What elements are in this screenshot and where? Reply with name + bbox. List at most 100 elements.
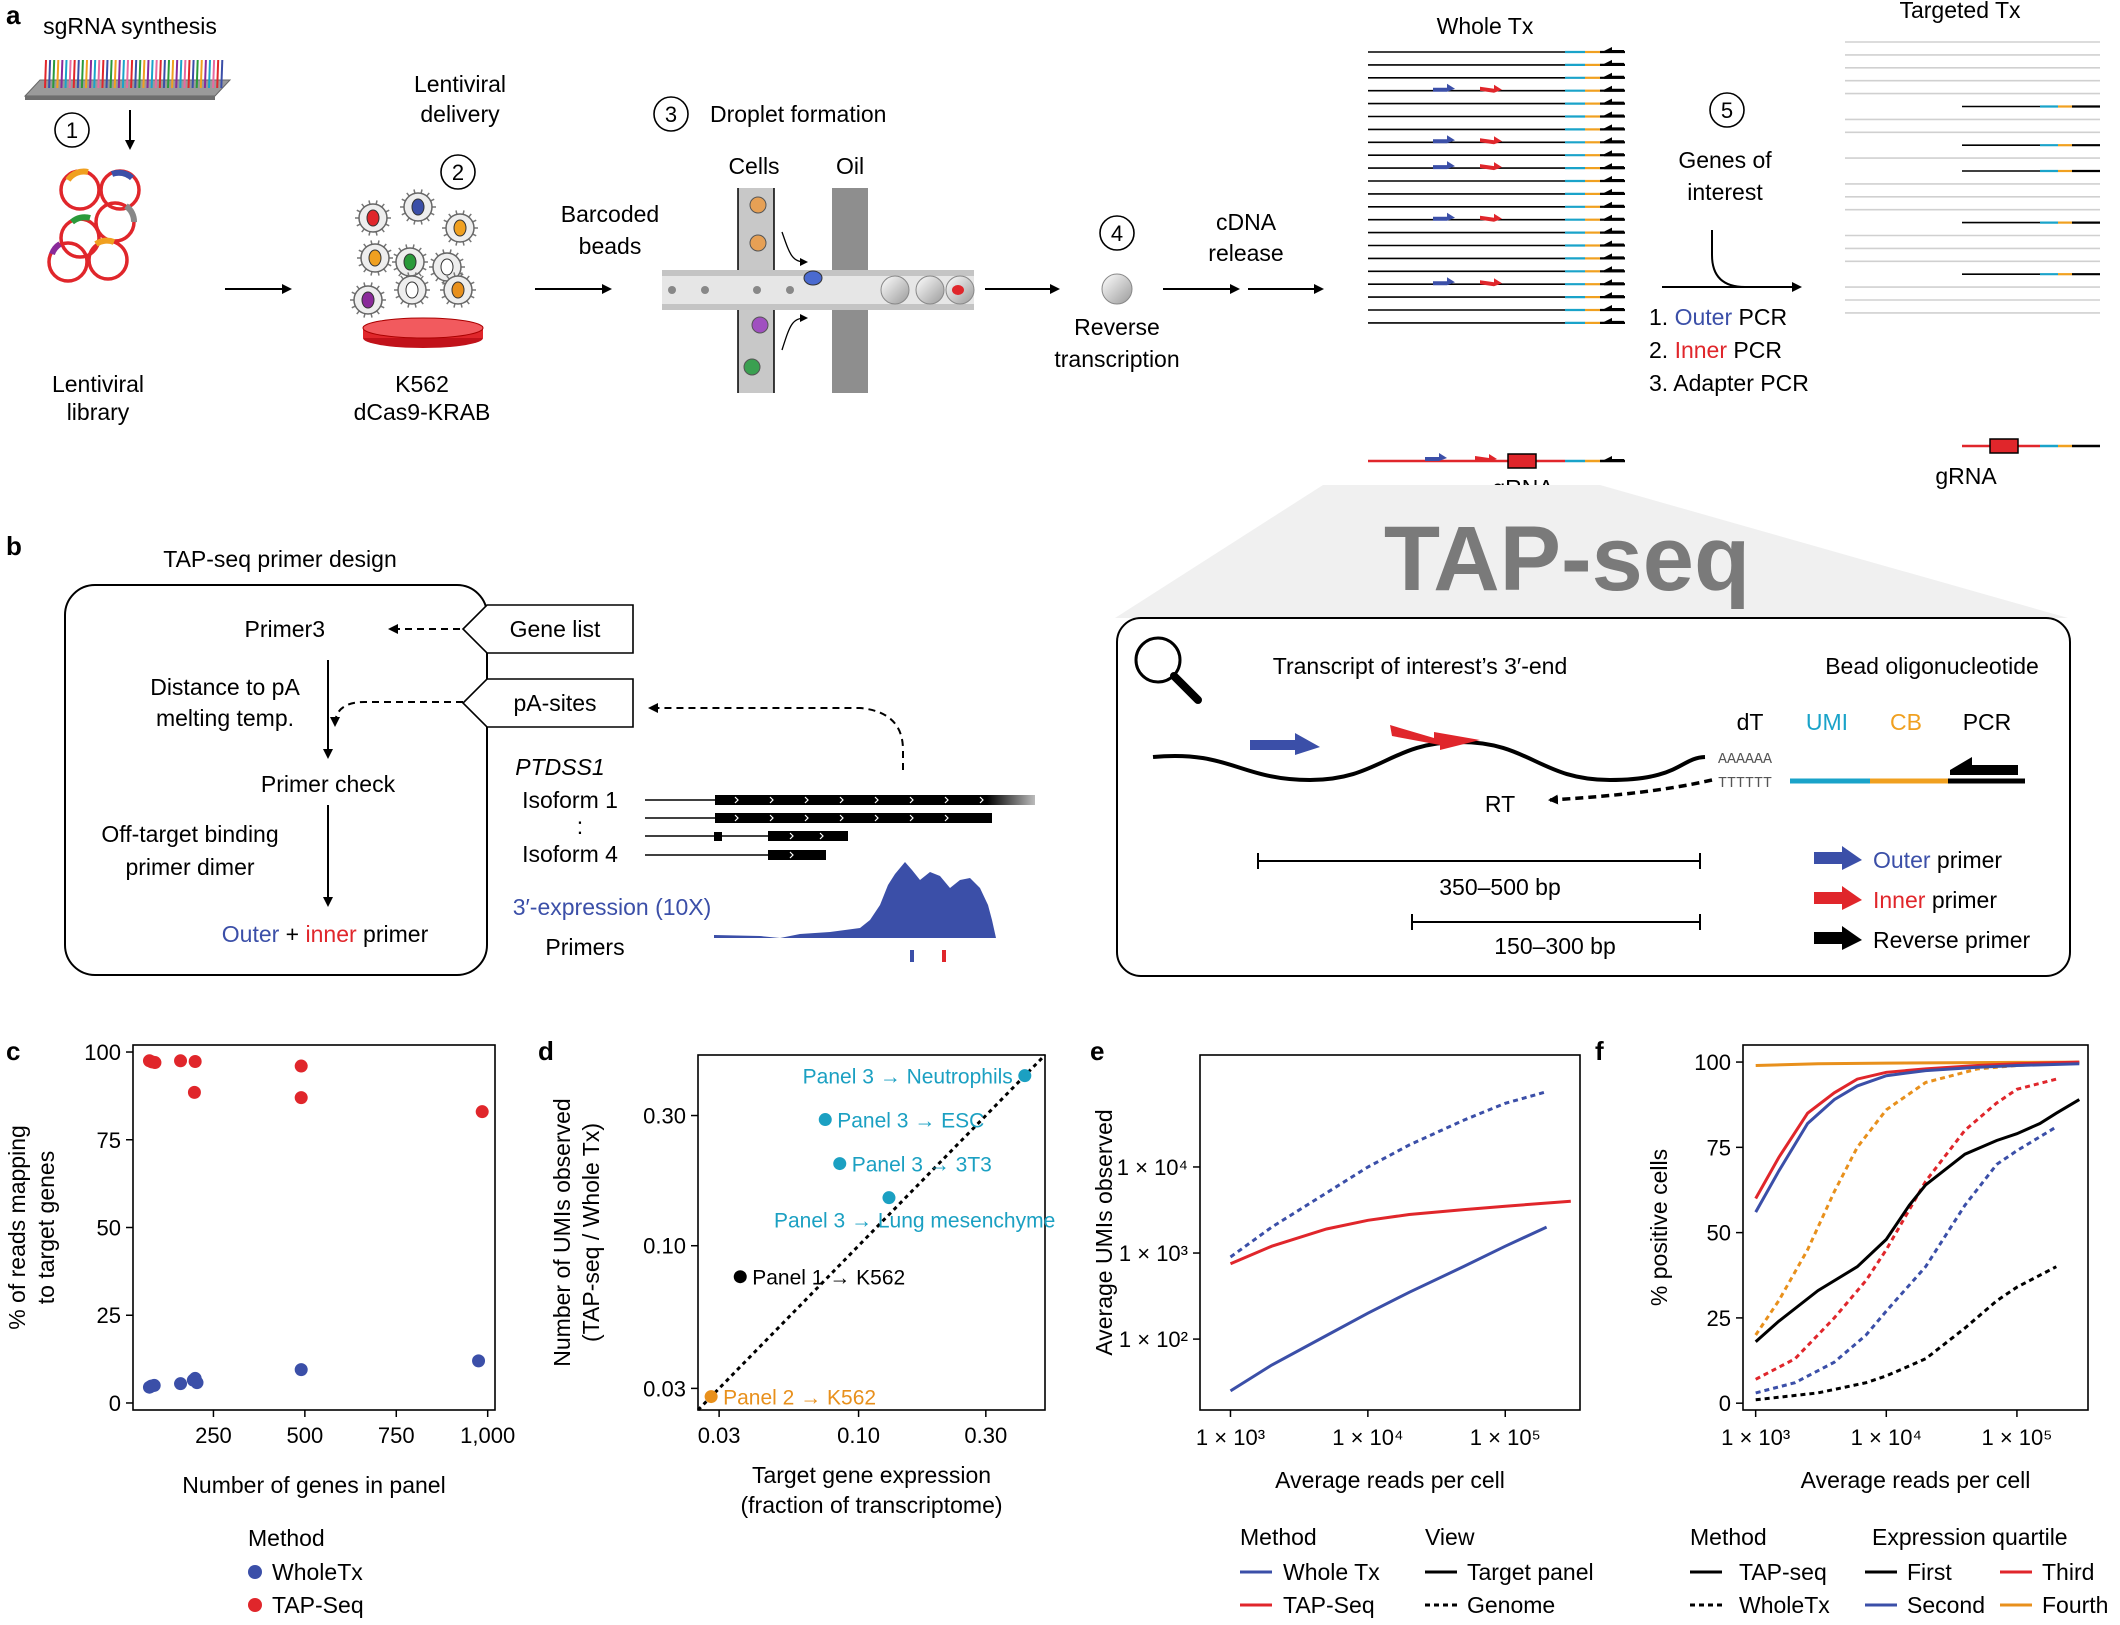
dt-label: dT	[1737, 709, 1764, 735]
range-1-label: 350–500 bp	[1439, 874, 1561, 900]
y-tick-label: 75	[1707, 1135, 1731, 1160]
data-label: Panel 2 → K562	[723, 1387, 876, 1410]
step-1-circle	[54, 112, 90, 148]
legend-label: Target panel	[1467, 1559, 1594, 1585]
virus-genome	[440, 258, 454, 276]
bead-icon	[1101, 273, 1133, 305]
lentiviral-library-label-1: Lentiviral	[52, 371, 144, 397]
sgrna-synthesis-label: sgRNA synthesis	[43, 13, 217, 39]
isoform-tracks	[645, 795, 1035, 860]
dna-strand	[60, 59, 64, 89]
data-point	[174, 1054, 188, 1068]
reverse-primer-mark	[1604, 201, 1624, 208]
reverse-primer-mark	[1604, 59, 1624, 66]
pa-sites-input	[461, 678, 634, 728]
reverse-primer-mark	[1604, 240, 1624, 247]
reverse-primer-mark	[1604, 47, 1624, 53]
data-point	[882, 1191, 896, 1205]
primers-label: Primers	[545, 934, 624, 960]
data-point	[1018, 1069, 1032, 1083]
polyt-label: TTTTTT	[1718, 775, 1772, 792]
reverse-primer-mark	[1604, 253, 1624, 260]
virus-particle	[394, 272, 430, 308]
lentiviral-delivery-label-1: Lentiviral	[414, 71, 506, 97]
isoform-4-label: Isoform 4	[522, 841, 618, 867]
data-point	[475, 1105, 489, 1119]
inner-primer-mark	[1475, 454, 1497, 462]
reverse-primer-mark	[1604, 98, 1624, 105]
microarray-chip-icon	[23, 59, 232, 100]
reverse-primer-mark	[1604, 292, 1624, 299]
pcr-step-2: 2. Inner PCR	[1649, 337, 1782, 363]
dna-strand	[64, 59, 68, 89]
y-tick-label: 0	[1719, 1391, 1731, 1416]
distance-label-2: melting temp.	[156, 705, 294, 731]
y-axis-label: % of reads mapping	[4, 1125, 30, 1330]
gene-list-label: Gene list	[510, 616, 601, 642]
dna-strand	[179, 59, 183, 89]
step-4-circle	[1099, 215, 1135, 251]
dna-strand	[72, 59, 76, 89]
reverse-primer-mark	[1604, 305, 1624, 311]
targeted-tx-label: Targeted Tx	[1899, 0, 2021, 23]
virus-particle	[400, 189, 436, 225]
x-tick-label: 1 × 10⁵	[1981, 1425, 2052, 1450]
range-2-label: 150–300 bp	[1494, 933, 1616, 959]
dna-strand	[52, 59, 56, 89]
expression-label: 3′-expression (10X)	[513, 894, 712, 920]
transcription-label: transcription	[1054, 346, 1179, 372]
dna-strand	[113, 59, 117, 89]
petri-dish-icon	[362, 317, 484, 348]
outer-primer-mark	[1433, 212, 1455, 221]
y-tick-label: 0.03	[643, 1376, 686, 1401]
panel-c-letter: c	[6, 1036, 20, 1066]
series-line	[1229, 1199, 1571, 1266]
dna-strand	[93, 59, 97, 89]
virus-genome	[361, 291, 375, 309]
reverse-primer-mark	[1604, 72, 1624, 79]
legend-outer-arrow	[1814, 846, 1862, 870]
data-point	[294, 1059, 308, 1073]
legend-reverse-label: Reverse primer	[1873, 927, 2031, 953]
k562-label: K562	[395, 371, 449, 397]
inner-primer-mark	[1480, 84, 1502, 93]
dna-strand	[150, 59, 154, 89]
primer-check-label: Primer check	[261, 771, 396, 797]
isoform-dots-label: :	[577, 813, 583, 839]
inner-primer-mark	[1480, 278, 1502, 287]
dna-strand	[44, 59, 47, 89]
y-tick-label: 25	[97, 1303, 121, 1328]
offtarget-label-1: Off-target binding	[101, 821, 278, 847]
dna-strand	[199, 59, 203, 89]
dcas9-krab-label: dCas9-KRAB	[354, 399, 491, 425]
legend-outer-label: Outer primer	[1873, 847, 2002, 873]
data-point	[294, 1363, 308, 1377]
series-line	[1754, 1060, 2080, 1200]
data-point	[294, 1091, 308, 1105]
dna-strand	[191, 59, 195, 89]
step-2-circle	[440, 154, 476, 190]
dna-strand	[158, 59, 162, 89]
panel-a-letter: a	[6, 0, 21, 30]
dna-strand	[134, 59, 138, 89]
y-tick-label: 1 × 10³	[1119, 1241, 1188, 1266]
data-point	[187, 1085, 201, 1099]
x-tick-label: 0.10	[837, 1423, 880, 1448]
panel-d-letter: d	[538, 1036, 554, 1066]
legend-swatch	[248, 1565, 262, 1579]
outer-primer-mark	[1433, 161, 1455, 170]
data-point	[818, 1113, 832, 1127]
outer-primer-mark	[1433, 135, 1455, 144]
y-tick-label: 0.30	[643, 1104, 686, 1129]
dna-strand	[203, 59, 207, 89]
legend-label: WholeTx	[272, 1559, 363, 1585]
grna-label-targeted: gRNA	[1935, 463, 1997, 489]
plasmid-library-icon	[47, 168, 141, 283]
outer-primer-arrow	[1250, 733, 1320, 755]
x-tick-label: 1 × 10³	[1196, 1425, 1265, 1450]
dashed-arrow	[330, 701, 463, 727]
primer-design-box	[64, 584, 488, 976]
reverse-primer-mark	[1604, 214, 1624, 221]
reverse-primer-mark	[1604, 137, 1624, 144]
